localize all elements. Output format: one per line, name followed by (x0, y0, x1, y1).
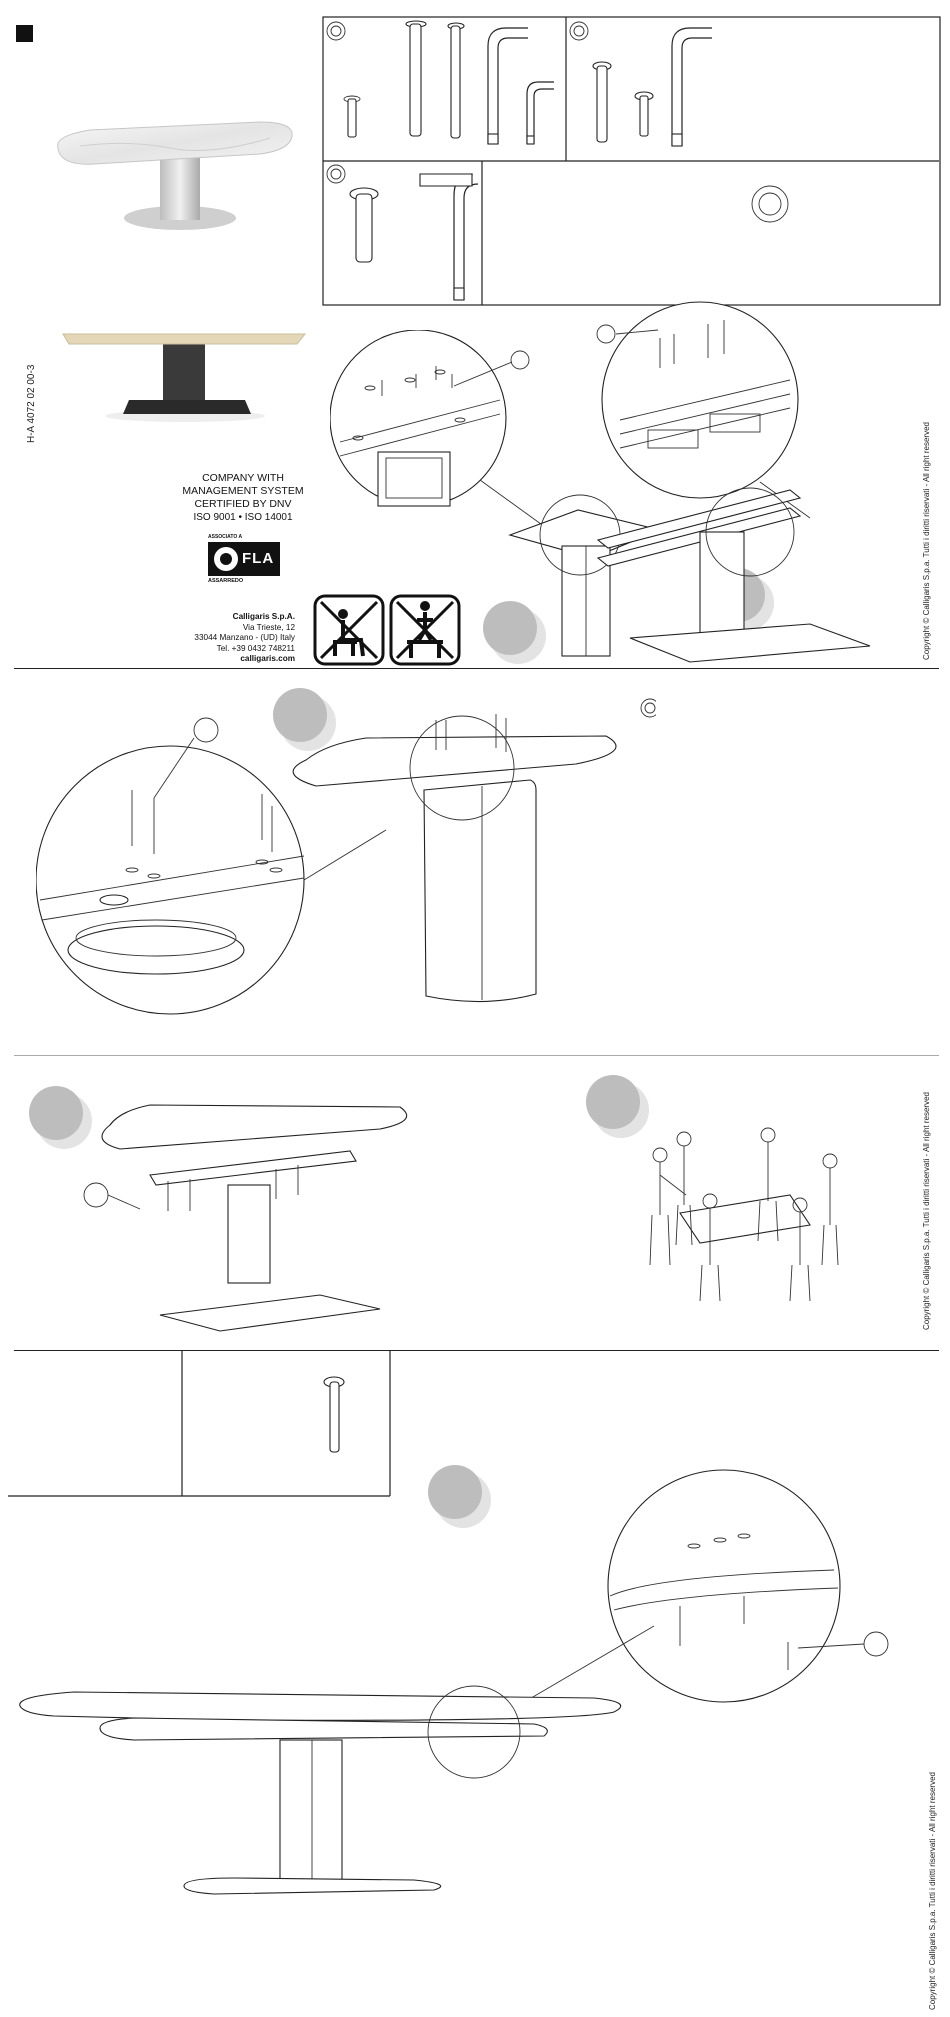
certification-block: COMPANY WITH MANAGEMENT SYSTEM CERTIFIED… (178, 472, 308, 524)
copyright-3: Copyright © Calligaris S.p.a. Tutti i di… (928, 1772, 937, 2010)
person-icon (699, 1193, 721, 1302)
divider-2 (14, 1055, 939, 1056)
cert-line-1: COMPANY WITH (202, 472, 284, 484)
step-badge-5 (586, 1075, 649, 1138)
assembly-step-final (19, 1469, 889, 1895)
no-standing-icon (389, 594, 461, 666)
company-name: Calligaris S.p.A. (232, 612, 295, 621)
company-street: Via Trieste, 12 (242, 622, 295, 632)
company-web: calligaris.com (240, 654, 295, 663)
person-icon (789, 1197, 811, 1302)
fla-sub: ASSARREDO (208, 578, 244, 584)
corner-marker (16, 25, 33, 42)
fla-brand: FLA (242, 550, 275, 567)
assembly-step-oval-top (36, 698, 656, 1015)
hw-label-a-icon (326, 21, 346, 41)
hw-label-c-icon (326, 164, 346, 184)
hw-ref-icon (640, 698, 656, 718)
cert-line-3: CERTIFIED BY DNV (194, 498, 292, 510)
hardware-table (322, 16, 941, 306)
document-code: H-A 4072 02 00-3 (26, 364, 37, 443)
person-icon (649, 1147, 687, 1266)
fla-small-text: ASSOCIATO A (208, 534, 243, 540)
person-icon (757, 1127, 779, 1242)
assembly-step-top-plate (330, 330, 662, 657)
hw-label-d-icon (751, 185, 789, 223)
hw-label-b-icon (569, 21, 589, 41)
no-sitting-icon (313, 594, 385, 666)
divider-3 (14, 1350, 939, 1351)
assembly-step-underside (83, 1104, 408, 1332)
company-address: Calligaris S.p.A. Via Trieste, 12 33044 … (150, 612, 295, 665)
lifting-people-illustration (649, 1127, 839, 1302)
assembly-step-frame (596, 301, 871, 663)
cert-line-2: MANAGEMENT SYSTEM (182, 485, 304, 497)
step-badge-3 (273, 688, 336, 751)
step-badge-6 (428, 1465, 491, 1528)
copyright-1: Copyright © Calligaris S.p.a. Tutti i di… (922, 422, 931, 660)
company-phone: Tel. +39 0432 748211 (216, 643, 295, 653)
cert-line-4: ISO 9001 • ISO 14001 (193, 512, 293, 523)
product-photo-rect-table (62, 333, 307, 422)
hardware-box-bottom (8, 1350, 391, 1497)
product-photo-oval-table (57, 121, 293, 230)
step-badge-4 (29, 1086, 92, 1149)
person-icon (821, 1153, 839, 1266)
step-badge-1 (483, 601, 546, 664)
divider-1 (14, 668, 939, 669)
person-icon (675, 1131, 693, 1246)
fla-logo: ASSOCIATO A FLA ASSARREDO (208, 534, 283, 590)
company-city: 33044 Manzano - (UD) Italy (194, 633, 295, 642)
copyright-2: Copyright © Calligaris S.p.a. Tutti i di… (922, 1092, 931, 1330)
